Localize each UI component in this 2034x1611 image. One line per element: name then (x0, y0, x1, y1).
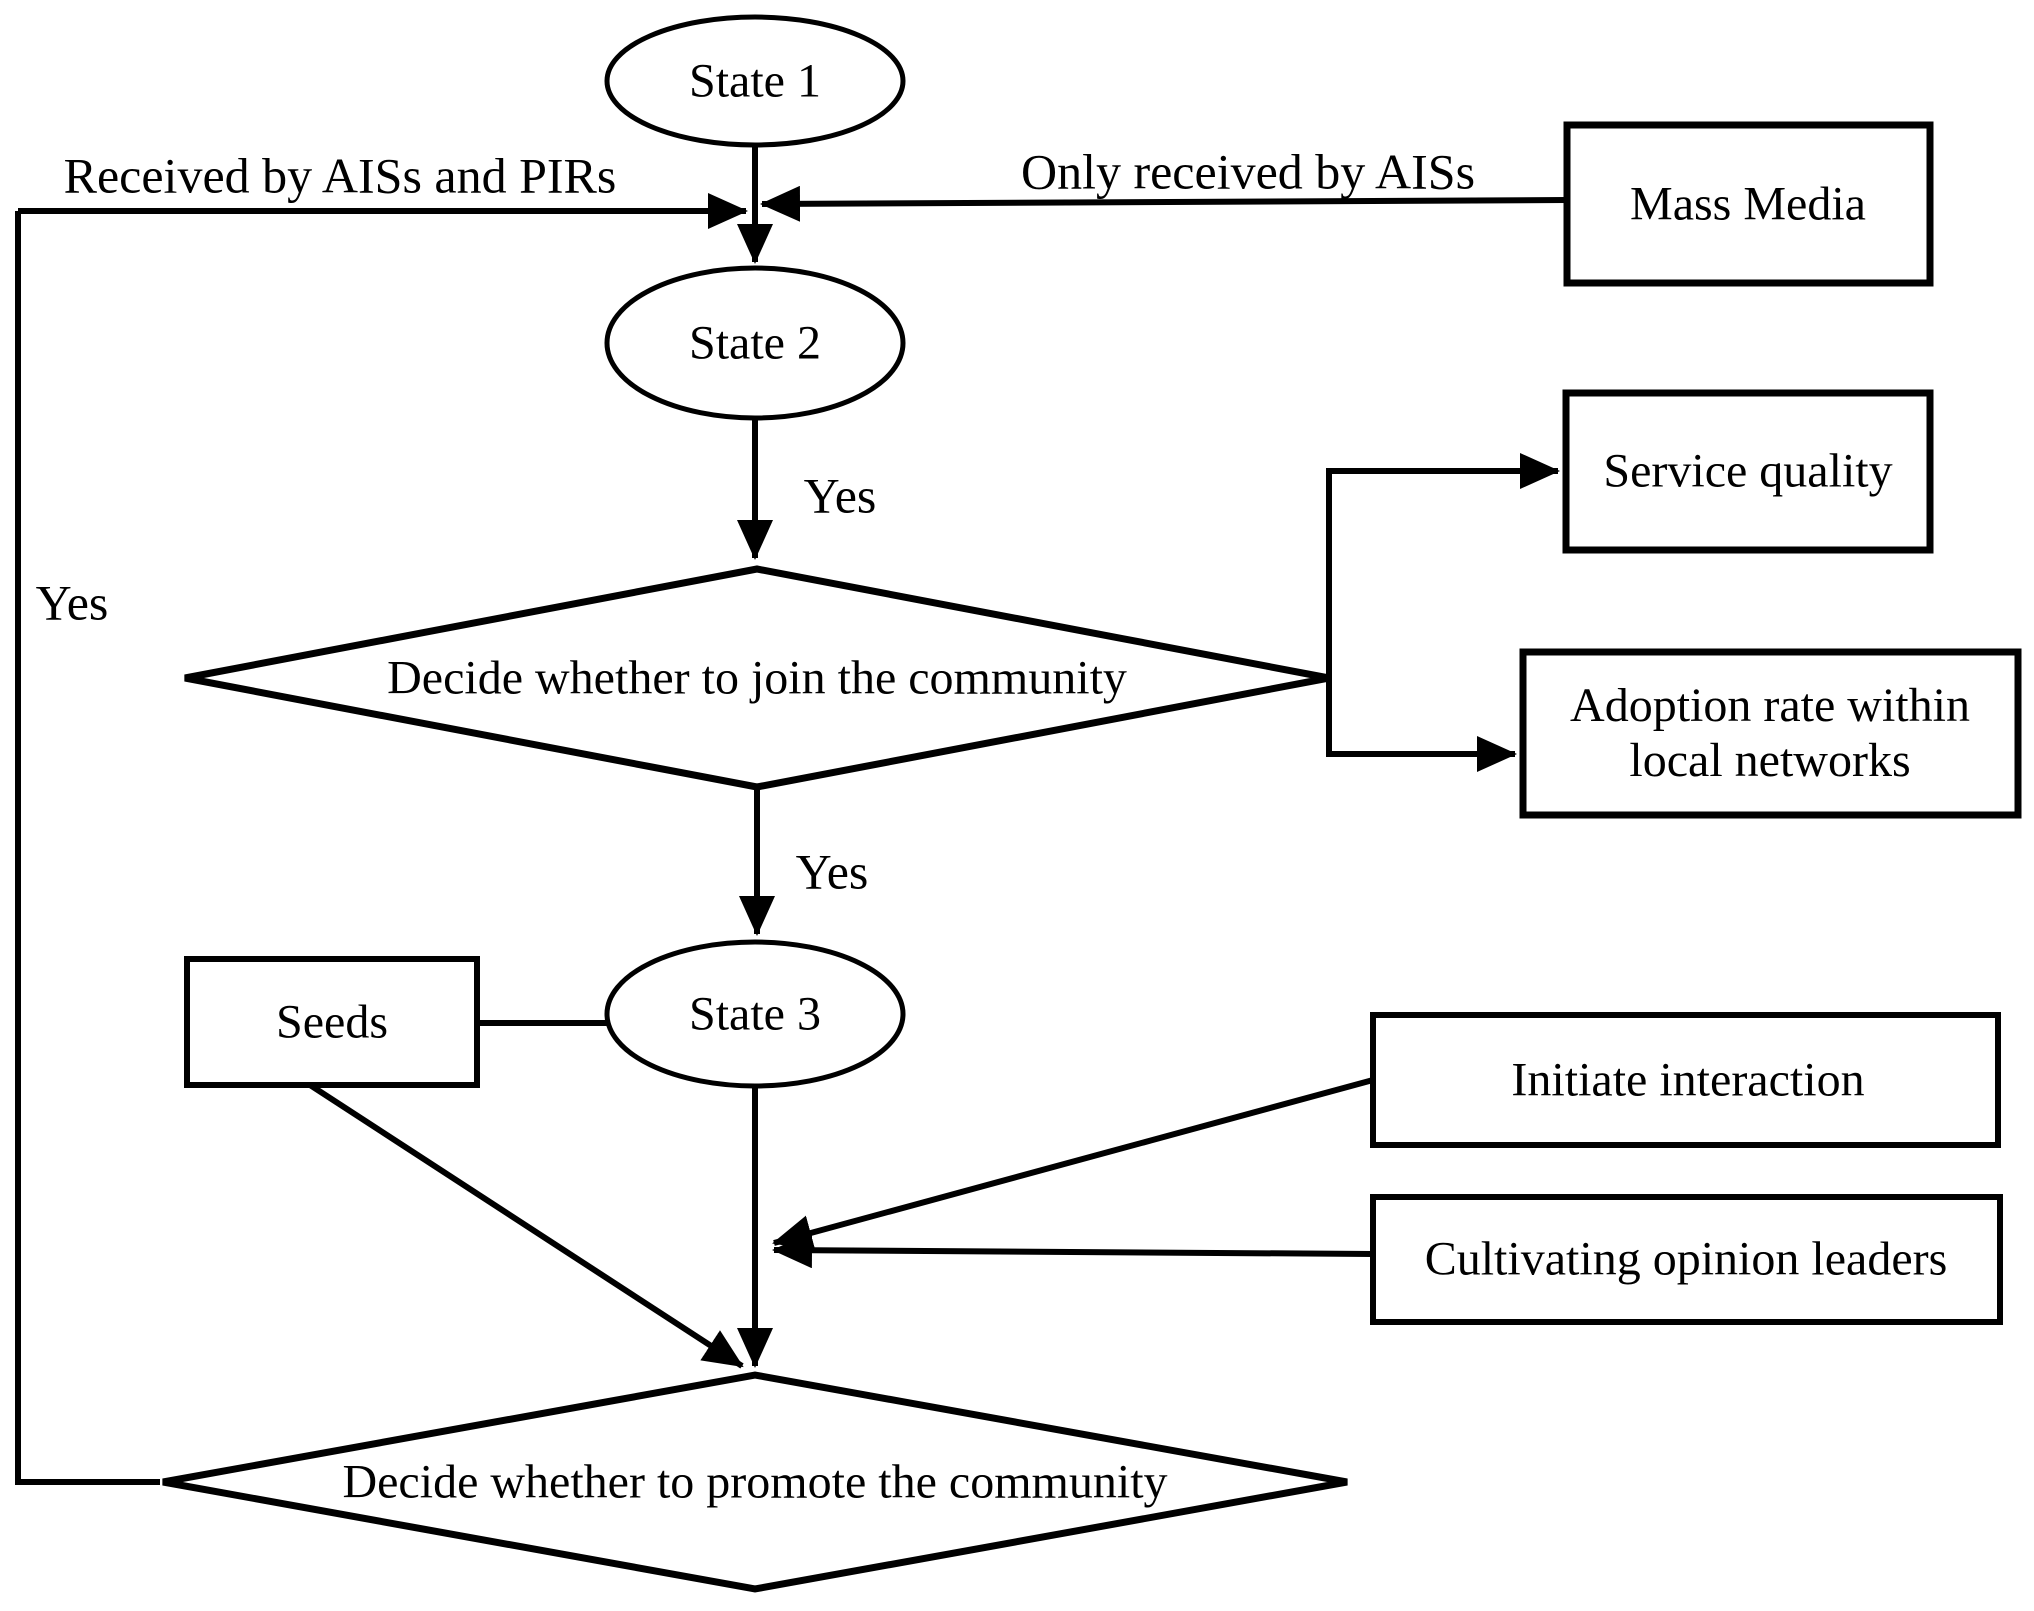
yes-join-to-state3-label: Yes (795, 843, 869, 900)
received-by-aiss-pirs-label: Received by AISs and PIRs (63, 147, 617, 204)
decide-promote-diamond (162, 1371, 1348, 1593)
cultivating-opinion-leaders-box (1370, 1194, 2003, 1325)
state2-label: State 2 (689, 316, 821, 370)
edge-decide-join-to-service-quality (1326, 453, 1560, 678)
service-quality-box (1562, 389, 1934, 554)
initiate-interaction-box (1370, 1012, 2001, 1148)
edge-seeds-to-decide-promote (308, 1082, 744, 1369)
state1-label: State 1 (689, 54, 821, 108)
edge-initiate-interaction-to-flow (772, 1077, 1374, 1251)
adoption-rate-label: Adoption rate within local networks (1570, 678, 1970, 788)
edge-decide-join-to-adoption-rate (1326, 678, 1517, 772)
decide-join-diamond (184, 565, 1330, 791)
yes-state2-to-join-label: Yes (803, 467, 877, 524)
only-received-by-aiss-label: Only received by AISs (1020, 143, 1476, 200)
state1-ellipse (604, 14, 906, 148)
seeds-box (184, 956, 480, 1088)
adoption-rate-label-line2: local networks (1629, 734, 1911, 787)
mass-media-box (1563, 121, 1934, 287)
edge-cultivating-leaders-to-flow (772, 1232, 1374, 1269)
seeds-label: Seeds (276, 995, 388, 1049)
edge-promote-yes-loop (15, 211, 160, 1485)
state2-ellipse (604, 265, 906, 421)
service-quality-label: Service quality (1603, 444, 1893, 498)
yes-promote-loop-label: Yes (35, 574, 109, 631)
state3-ellipse (604, 939, 906, 1089)
mass-media-label: Mass Media (1630, 177, 1866, 231)
decide-promote-label: Decide whether to promote the community (342, 1455, 1168, 1509)
state3-label: State 3 (689, 987, 821, 1041)
edge-mass-media-to-junction (760, 185, 1568, 222)
initiate-interaction-label: Initiate interaction (1511, 1053, 1865, 1107)
adoption-rate-label-line1: Adoption rate within (1570, 678, 1970, 732)
cultivating-opinion-leaders-label: Cultivating opinion leaders (1424, 1232, 1948, 1286)
decide-join-label: Decide whether to join the community (387, 651, 1127, 705)
adoption-rate-box (1519, 648, 2022, 819)
